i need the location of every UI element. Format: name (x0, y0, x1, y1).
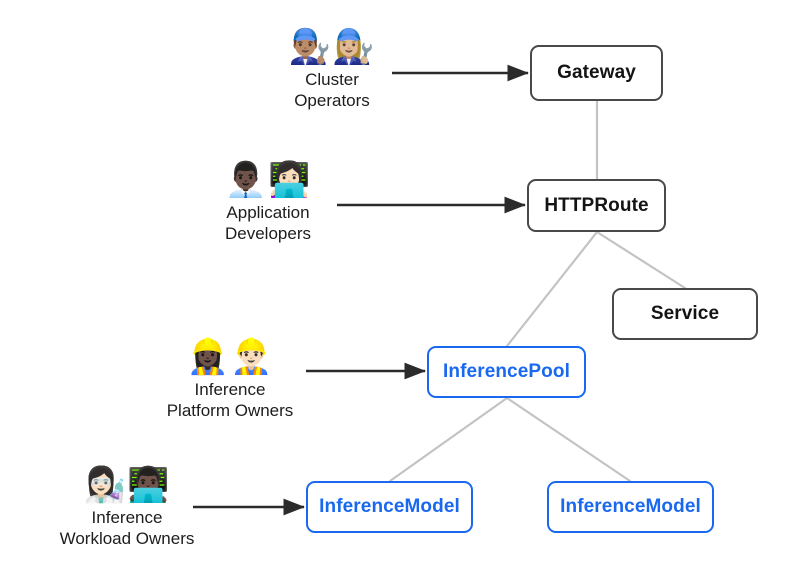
node-label: InferenceModel (560, 496, 701, 517)
persona-inference-workload-owners: 👩🏻‍🔬👨🏿‍💻Inference Workload Owners (38, 465, 216, 550)
persona-label: Application Developers (225, 202, 311, 244)
node-label: Gateway (557, 62, 636, 83)
node-inferencepool[interactable]: InferencePool (427, 346, 586, 398)
persona-label: Inference Workload Owners (59, 507, 195, 549)
node-label: InferenceModel (319, 496, 460, 517)
persona-ownership-arrows (193, 64, 529, 516)
persona-label: Cluster Operators (294, 69, 370, 111)
edge-inferencepool-to-inferencemodel-left (388, 396, 509, 483)
node-label: Service (650, 303, 720, 324)
man-office-worker-icon woman-technologist-icon: 👨🏿‍💼👩🏻‍💻 (224, 160, 312, 200)
edge-httproute-to-inferencepool (505, 230, 599, 348)
edge-inferencepool-to-inferencemodel-right (505, 396, 632, 483)
node-inferencemodel-left[interactable]: InferenceModel (306, 481, 473, 533)
node-label: InferencePool (443, 361, 570, 382)
persona-inference-platform-owners: 👷🏿‍♀️👷🏻‍♂️Inference Platform Owners (145, 337, 315, 422)
node-service[interactable]: Service (612, 288, 758, 340)
persona-cluster-operators: 👨🏽‍🔧👩🏼‍🔧Cluster Operators (252, 27, 412, 112)
persona-label: Inference Platform Owners (166, 379, 294, 421)
node-httproute[interactable]: HTTPRoute (527, 179, 666, 232)
node-gateway[interactable]: Gateway (530, 45, 663, 101)
woman-scientist-icon man-technologist-icon: 👩🏻‍🔬👨🏿‍💻 (83, 465, 171, 505)
node-label: HTTPRoute (544, 194, 649, 216)
edge-httproute-to-service (595, 230, 687, 290)
man-mechanic-icon woman-mechanic-icon: 👨🏽‍🔧👩🏼‍🔧 (288, 27, 376, 67)
woman-construction-worker-icon man-construction-worker-icon: 👷🏿‍♀️👷🏻‍♂️ (186, 337, 274, 377)
persona-application-developers: 👨🏿‍💼👩🏻‍💻Application Developers (188, 160, 348, 245)
node-inferencemodel-right[interactable]: InferenceModel (547, 481, 714, 533)
